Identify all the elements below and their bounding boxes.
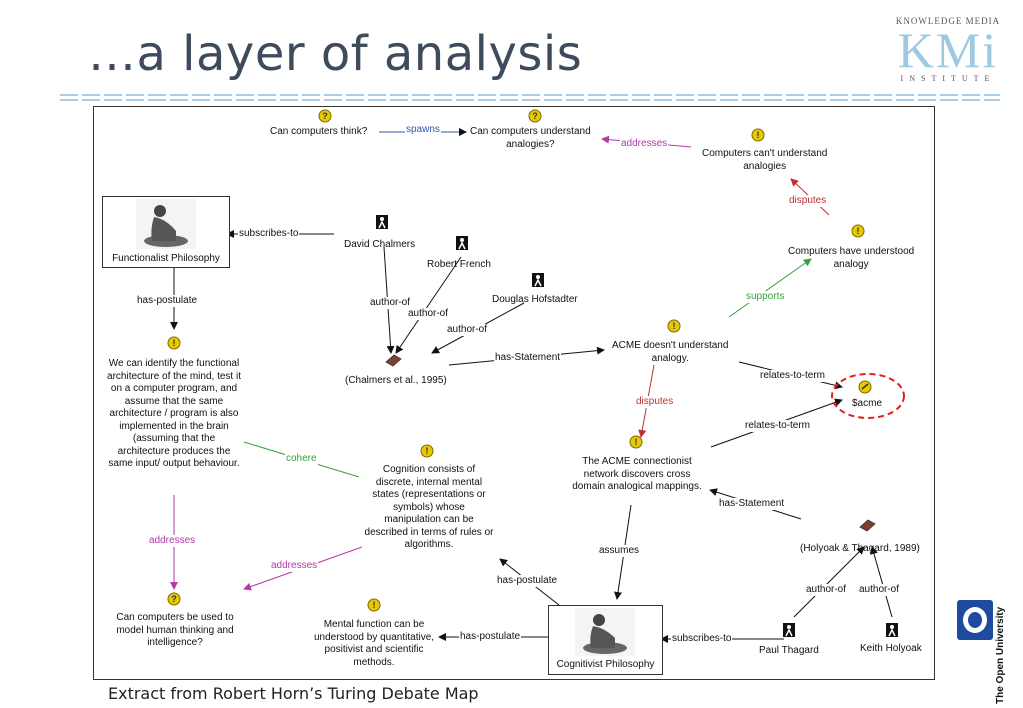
question-icon: ? <box>318 109 332 123</box>
person-icon <box>886 623 898 637</box>
node-douglas-hofstadter: Douglas Hofstadter <box>492 294 578 305</box>
question-icon: ? <box>528 109 542 123</box>
edge-label-addresses-top: addresses <box>620 138 669 150</box>
node-holyoak-reference: (Holyoak & Thagard, 1989) <box>800 543 920 554</box>
node-understand-analogies: Can computers understand analogies? <box>470 126 591 150</box>
edge-label-author-of-2: author-of <box>407 308 450 320</box>
node-computers-have-understood: Computers have understood analogy <box>788 246 915 270</box>
svg-text:!: ! <box>373 600 376 610</box>
svg-text:?: ? <box>532 111 538 121</box>
open-university-text: The Open University <box>995 606 1006 704</box>
edge-author-of-2 <box>395 256 462 354</box>
cognitivist-philosophy-label: Cognitivist Philosophy <box>556 659 655 670</box>
issue-icon: ! <box>367 598 381 612</box>
question-icon: ? <box>167 592 181 606</box>
node-mental-function: Mental function can be understood by qua… <box>313 619 435 668</box>
issue-icon: ! <box>629 435 643 449</box>
svg-text:!: ! <box>426 446 429 456</box>
node-david-chalmers: David Chalmers <box>344 239 416 250</box>
node-identify-architecture: We can identify the functional architect… <box>107 358 241 469</box>
edge-label-spawns: spawns <box>405 124 441 136</box>
edge-label-addresses-mid: addresses <box>270 560 319 572</box>
edge-author-of-5 <box>870 546 893 618</box>
edge-label-has-postulate-left: has-postulate <box>136 295 199 307</box>
edge-label-relates-to-term-1: relates-to-term <box>759 370 827 382</box>
svg-text:!: ! <box>635 437 638 447</box>
issue-icon: ! <box>667 319 681 333</box>
statue-image <box>136 199 196 249</box>
highlight-ellipse <box>831 373 905 419</box>
functionalist-philosophy-label: Functionalist Philosophy <box>112 253 220 264</box>
issue-icon: ! <box>167 336 181 350</box>
edge-label-author-of-1: author-of <box>369 297 412 309</box>
cognitivist-philosophy-box: Cognitivist Philosophy <box>548 605 663 675</box>
person-icon <box>532 273 544 287</box>
svg-text:!: ! <box>857 226 860 236</box>
node-computers-cant-understand: Computers can't understand analogies <box>702 148 828 172</box>
node-keith-holyoak: Keith Holyoak <box>860 643 922 654</box>
edge-label-disputes-top: disputes <box>788 195 828 207</box>
node-chalmers-reference: (Chalmers et al., 1995) <box>345 375 447 386</box>
statue-image <box>575 608 635 656</box>
edge-label-subscribes-to-top: subscribes-to <box>238 228 300 240</box>
slide-title: …a layer of analysis <box>88 26 583 82</box>
edge-label-assumes: assumes <box>598 545 641 557</box>
kmi-logo-bottom-text: INSTITUTE <box>900 74 996 83</box>
node-can-computers-think: Can computers think? <box>270 126 368 137</box>
functionalist-philosophy-box: Functionalist Philosophy <box>102 196 230 268</box>
edge-supports <box>728 258 812 318</box>
edge-label-cohere: cohere <box>285 453 318 465</box>
term-icon <box>858 380 872 394</box>
edge-author-of-4 <box>793 546 865 618</box>
edge-label-has-statement-mid: has-Statement <box>494 352 562 364</box>
edge-label-subscribes-to-bottom: subscribes-to <box>671 633 733 645</box>
svg-text:!: ! <box>173 338 176 348</box>
edge-label-has-postulate-bottom: has-postulate <box>459 631 522 643</box>
person-icon <box>456 236 468 250</box>
kmi-logo-top-text: KNOWLEDGE MEDIA <box>895 16 1001 26</box>
reference-icon <box>859 519 876 532</box>
slide-caption: Extract from Robert Horn’s Turing Debate… <box>108 684 479 703</box>
person-icon <box>376 215 388 229</box>
svg-text:?: ? <box>171 594 177 604</box>
edge-label-addresses-left: addresses <box>148 535 197 547</box>
node-cognition-consists: Cognition consists of discrete, internal… <box>364 464 494 550</box>
node-computers-model: Can computers be used to model human thi… <box>116 612 234 648</box>
edge-label-supports: supports <box>745 291 786 303</box>
edge-label-has-postulate-mid: has-postulate <box>496 575 559 587</box>
edge-label-author-of-5: author-of <box>858 584 901 596</box>
svg-text:!: ! <box>673 321 676 331</box>
node-robert-french: Robert French <box>427 259 491 270</box>
edge-label-disputes-mid: disputes <box>635 396 675 408</box>
edge-label-has-statement-right: has-Statement <box>718 498 786 510</box>
node-acme-connectionist: The ACME connectionist network discovers… <box>572 456 702 492</box>
debate-map: ? ? ? ! ! ! ! ! ! ! Functionalist Philo <box>93 106 935 680</box>
issue-icon: ! <box>851 224 865 238</box>
reference-icon <box>385 354 402 367</box>
issue-icon: ! <box>420 444 434 458</box>
edge-label-author-of-3: author-of <box>446 324 489 336</box>
svg-text:!: ! <box>757 130 760 140</box>
edge-label-author-of-4: author-of <box>805 584 848 596</box>
person-icon <box>783 623 795 637</box>
svg-text:?: ? <box>322 111 328 121</box>
kmi-logo-main-text: KMi <box>897 22 999 78</box>
open-university-wordmark: The Open University <box>995 600 1009 704</box>
issue-icon: ! <box>751 128 765 142</box>
node-paul-thagard: Paul Thagard <box>759 645 819 656</box>
node-acme-term: $acme <box>852 398 883 409</box>
edge-label-relates-to-term-2: relates-to-term <box>744 420 812 432</box>
open-university-logo <box>957 600 993 640</box>
node-acme-doesnt-understand: ACME doesn't understand analogy. <box>612 340 729 364</box>
kmi-logo: KNOWLEDGE MEDIA KMi INSTITUTE <box>888 16 1008 86</box>
title-underline-stripes <box>60 94 1000 104</box>
